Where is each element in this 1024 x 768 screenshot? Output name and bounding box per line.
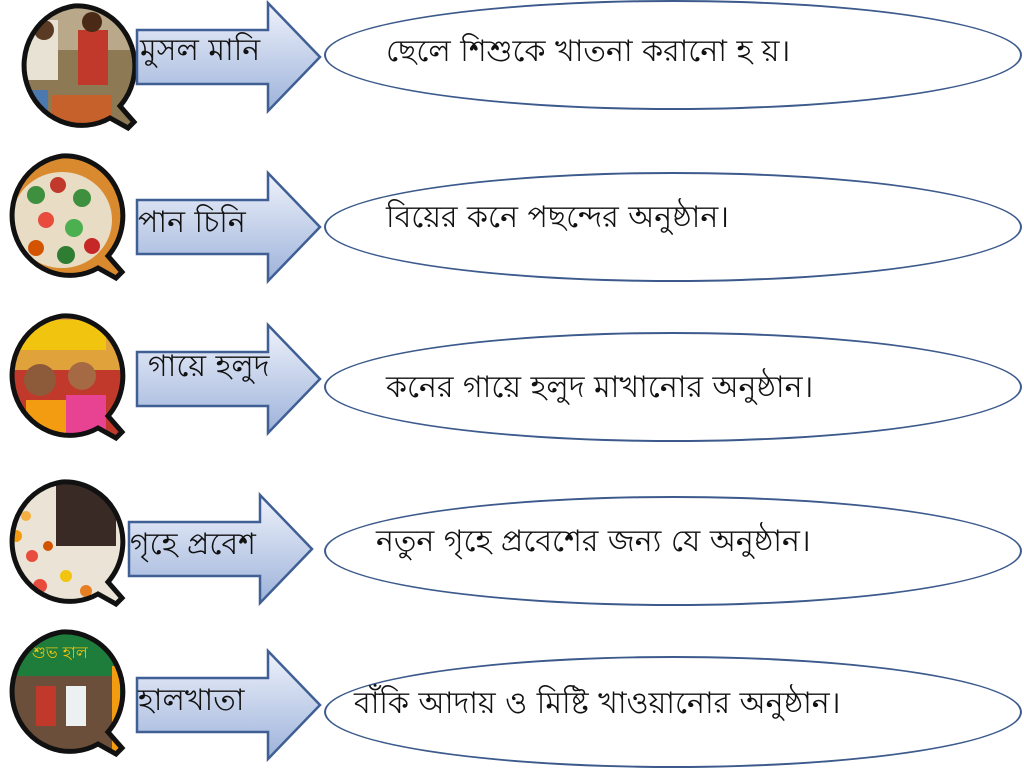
description-text: বাঁকি আদায় ও মিষ্টি খাওয়ানোর অনুষ্ঠান। xyxy=(354,686,841,721)
description-oval xyxy=(324,656,1022,768)
row-gaye-holud: গায়ে হলুদ কনের গায়ে হলুদ মাখানোর অনুষ্… xyxy=(0,310,1024,450)
term-label: গৃহে প্রবেশ xyxy=(130,527,256,562)
row-halkhata: শুভ হাল হালখাতা বাঁকি আদায় ও মিষ্টি খাও… xyxy=(0,626,1024,768)
arrow-shape xyxy=(135,648,322,762)
description-text: নতুন গৃহে প্রবেশের জন্য যে অনুষ্ঠান। xyxy=(376,524,811,559)
circumcision-ceremony-photo xyxy=(21,3,138,132)
halkhata-shop-photo: শুভ হাল xyxy=(9,629,126,758)
arrow-shape xyxy=(135,322,322,436)
arrow-shape xyxy=(135,170,322,284)
row-griho-probesh: গৃহে প্রবেশ নতুন গৃহে প্রবেশের জন্য যে অ… xyxy=(0,476,1024,616)
description-text: ছেলে শিশুকে খাতনা করানো হ য়। xyxy=(386,34,791,69)
photo-banner-text: শুভ হাল xyxy=(31,643,89,662)
term-label: গায়ে হলুদ xyxy=(148,349,270,384)
description-oval xyxy=(324,0,1022,110)
row-paan-chini: পান চিনি বিয়ের কনে পছন্দের অনুষ্ঠান। xyxy=(0,150,1024,290)
paan-chini-tray-photo xyxy=(9,153,126,282)
description-text: বিয়ের কনে পছন্দের অনুষ্ঠান। xyxy=(386,200,730,235)
term-label: মুসল মানি xyxy=(140,33,261,68)
term-label: পান চিনি xyxy=(138,205,246,240)
house-entry-flowers-photo xyxy=(9,479,126,608)
arrow-shape xyxy=(127,492,314,606)
description-text: কনের গায়ে হলুদ মাখানোর অনুষ্ঠান। xyxy=(386,370,814,405)
description-oval xyxy=(324,496,1022,606)
gaye-holud-bride-photo xyxy=(9,313,126,442)
description-oval xyxy=(324,172,1022,282)
arrow-shape xyxy=(135,0,322,114)
term-label: হালখাতা xyxy=(138,683,245,718)
description-oval xyxy=(324,332,1022,442)
row-musalmani: মুসল মানি ছেলে শিশুকে খাতনা করানো হ য়। xyxy=(0,0,1024,140)
